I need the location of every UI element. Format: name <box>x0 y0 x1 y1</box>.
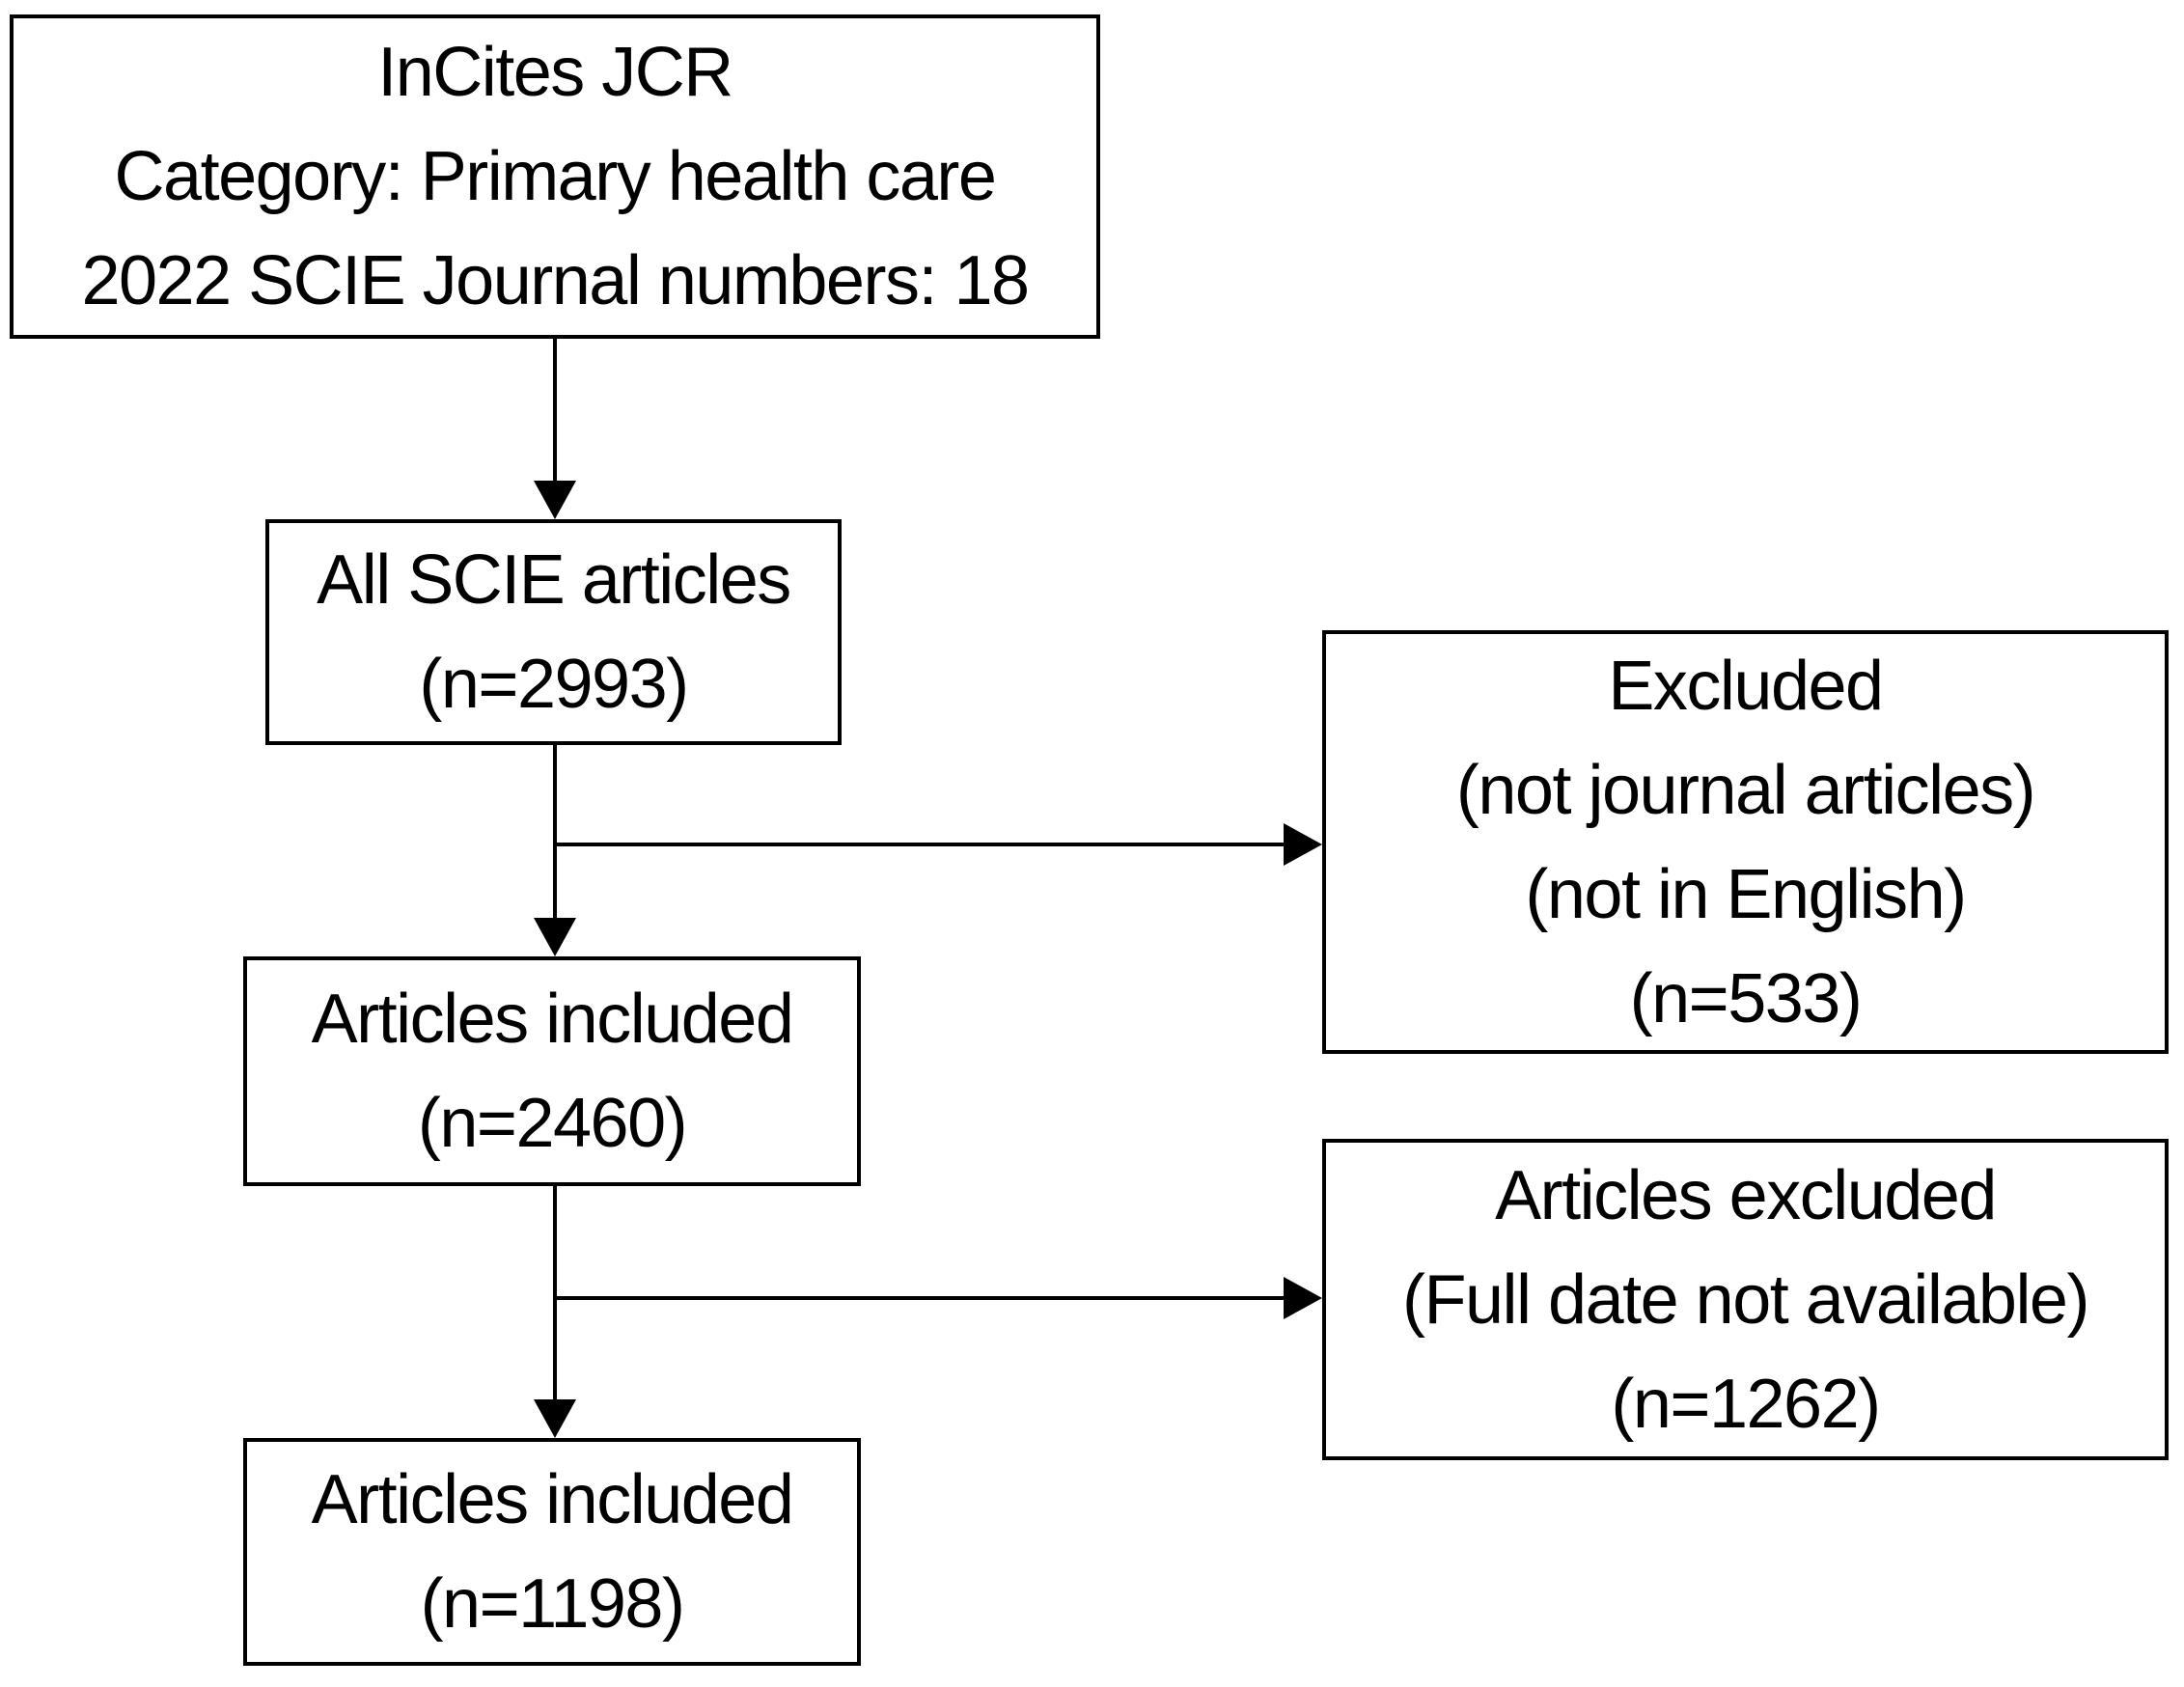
box-inc1-line-2: (n=2460) <box>417 1085 688 1162</box>
box-source-line-3: 2022 SCIE Journal numbers: 18 <box>81 242 1030 319</box>
box-exc1-line-2: (not journal articles) <box>1455 751 2036 829</box>
connector-branch-to-excluded <box>555 843 1286 846</box>
arrow-down-icon <box>534 1399 576 1438</box>
box-articles-included-2460: Articles included (n=2460) <box>243 956 861 1186</box>
box-inc1-line-1: Articles included <box>311 981 794 1058</box>
box-exc2-line-2: (Full date not available) <box>1402 1260 2089 1339</box>
box-exc2-line-1: Articles excluded <box>1495 1156 1997 1234</box>
arrow-right-icon <box>1284 823 1322 866</box>
box-exc1-line-3: (not in English) <box>1525 855 1967 933</box>
connector-branch-to-excluded-date <box>555 1296 1286 1300</box>
box-source-line-1: InCites JCR <box>377 34 733 111</box>
box-all-line-1: All SCIE articles <box>317 541 791 619</box>
connector-included-to-final <box>553 1186 557 1400</box>
connector-source-to-all <box>553 338 557 483</box>
arrow-right-icon <box>1284 1277 1322 1319</box>
box-all-line-2: (n=2993) <box>419 646 689 723</box>
arrow-down-icon <box>534 481 576 519</box>
box-exc1-line-4: (n=533) <box>1629 959 1863 1037</box>
box-excluded-full-date: Articles excluded (Full date not availab… <box>1322 1139 2169 1460</box>
box-excluded-not-journal: Excluded (not journal articles) (not in … <box>1322 630 2169 1054</box>
box-source-line-2: Category: Primary health care <box>114 138 997 215</box>
connector-all-to-included <box>553 745 557 919</box>
box-inc2-line-2: (n=1198) <box>420 1565 685 1643</box>
box-exc1-line-1: Excluded <box>1608 647 1884 725</box>
box-exc2-line-3: (n=1262) <box>1611 1365 1881 1443</box>
box-inc2-line-1: Articles included <box>311 1461 794 1538</box>
box-articles-included-1198: Articles included (n=1198) <box>243 1438 861 1666</box>
box-all-scie-articles: All SCIE articles (n=2993) <box>265 519 842 745</box>
arrow-down-icon <box>534 918 576 956</box>
box-source: InCites JCR Category: Primary health car… <box>10 14 1100 339</box>
